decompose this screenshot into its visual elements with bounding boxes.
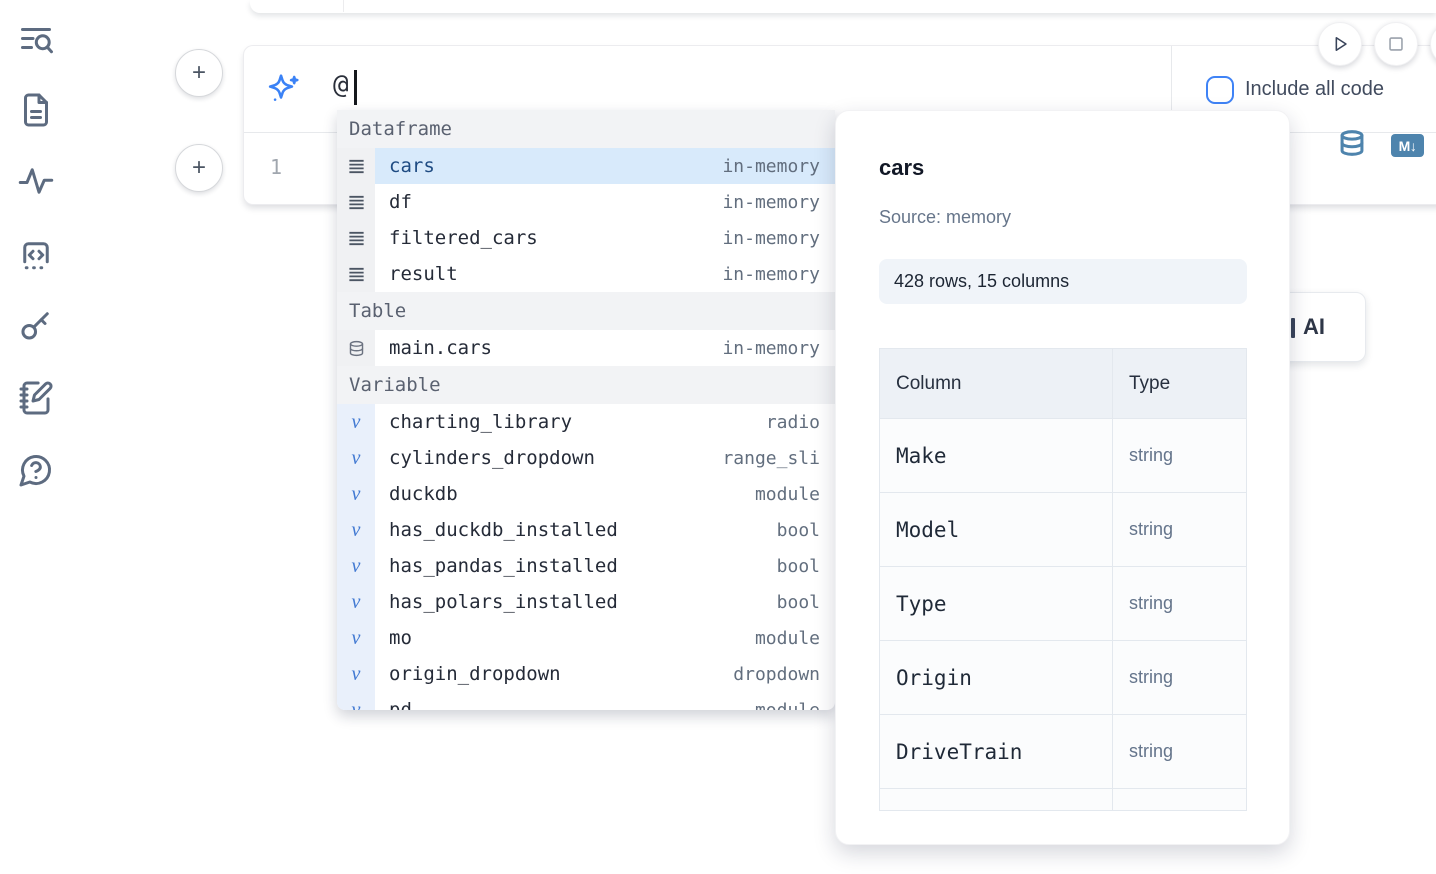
schema-row-partial [880,789,1246,811]
dataframe-rows-icon [337,256,375,292]
autocomplete-item-origin-dropdown[interactable]: v origin_dropdowndropdown [337,656,835,692]
shape-badge: 428 rows, 15 columns [879,259,1247,304]
markdown-convert-button[interactable]: M↓ [1391,134,1424,157]
play-icon [1329,33,1351,55]
stop-icon [1385,33,1407,55]
api-key-icon[interactable] [18,307,54,343]
add-cell-below-button[interactable]: + [175,144,223,192]
schema-row: Origin string [880,641,1246,715]
ai-button-icon [1291,318,1295,338]
autocomplete-item-mo[interactable]: v momodule [337,620,835,656]
variable-icon: v [337,548,375,584]
ai-sparkles-icon [268,72,302,106]
schema-row: Model string [880,493,1246,567]
autocomplete-item-cars[interactable]: carsin-memory [337,148,835,184]
autocomplete-item-df[interactable]: dfin-memory [337,184,835,220]
autocomplete-item-charting-library[interactable]: v charting_libraryradio [337,404,835,440]
dataframe-rows-icon [337,220,375,256]
autocomplete-item-duckdb[interactable]: v duckdbmodule [337,476,835,512]
variable-icon: v [337,692,375,710]
previous-cell-bottom [250,0,1436,13]
dataframe-rows-icon [337,148,375,184]
autocomplete-item-has-polars-installed[interactable]: v has_polars_installedbool [337,584,835,620]
variable-icon: v [337,620,375,656]
code-cell-icon[interactable] [18,237,54,273]
section-header-variable: Variable [337,366,835,404]
variable-icon: v [337,512,375,548]
dataframe-preview-panel: cars Source: memory 428 rows, 15 columns… [835,110,1290,845]
section-header-table: Table [337,292,835,330]
help-chat-icon[interactable] [18,452,54,488]
autocomplete-item-has-pandas-installed[interactable]: v has_pandas_installedbool [337,548,835,584]
text-cursor [354,70,357,105]
schema-table: Column Type Make string Model string Typ… [879,348,1247,811]
toc-search-icon[interactable] [18,22,54,58]
file-document-icon[interactable] [18,92,54,128]
autocomplete-item-pd[interactable]: v pdmodule [337,692,835,710]
variable-icon: v [337,476,375,512]
dataframe-rows-icon [337,184,375,220]
database-icon [337,330,375,366]
ai-prompt-input[interactable]: @ [333,70,349,100]
variable-icon: v [337,584,375,620]
autocomplete-item-main-cars[interactable]: main.carsin-memory [337,330,835,366]
variable-icon: v [337,656,375,692]
dataframe-explorer-icon[interactable] [1338,129,1366,159]
autocomplete-item-result[interactable]: resultin-memory [337,256,835,292]
include-all-code-label: Include all code [1245,78,1384,101]
column-header: Column [880,349,1113,418]
preview-source: Source: memory [879,207,1011,228]
stop-button[interactable] [1374,22,1418,66]
gutter-divider [343,0,344,12]
type-header: Type [1113,349,1246,418]
add-cell-above-button[interactable]: + [175,49,223,97]
preview-title: cars [879,155,924,181]
autocomplete-item-cylinders-dropdown[interactable]: v cylinders_dropdownrange_sli [337,440,835,476]
variable-icon: v [337,440,375,476]
autocomplete-item-has-duckdb-installed[interactable]: v has_duckdb_installedbool [337,512,835,548]
schema-row: Make string [880,419,1246,493]
schema-row: Type string [880,567,1246,641]
schema-table-header: Column Type [880,349,1246,419]
variable-icon: v [337,404,375,440]
activity-icon[interactable] [18,163,54,199]
mention-autocomplete-dropdown: Dataframe carsin-memory dfin-memory filt… [337,110,835,710]
include-all-code-checkbox[interactable] [1206,76,1234,104]
section-header-dataframe: Dataframe [337,110,835,148]
run-cell-button[interactable] [1318,22,1362,66]
schema-row: DriveTrain string [880,715,1246,789]
autocomplete-item-filtered-cars[interactable]: filtered_carsin-memory [337,220,835,256]
line-number: 1 [270,155,282,179]
sidebar [0,0,72,874]
scratchpad-icon[interactable] [18,380,54,416]
